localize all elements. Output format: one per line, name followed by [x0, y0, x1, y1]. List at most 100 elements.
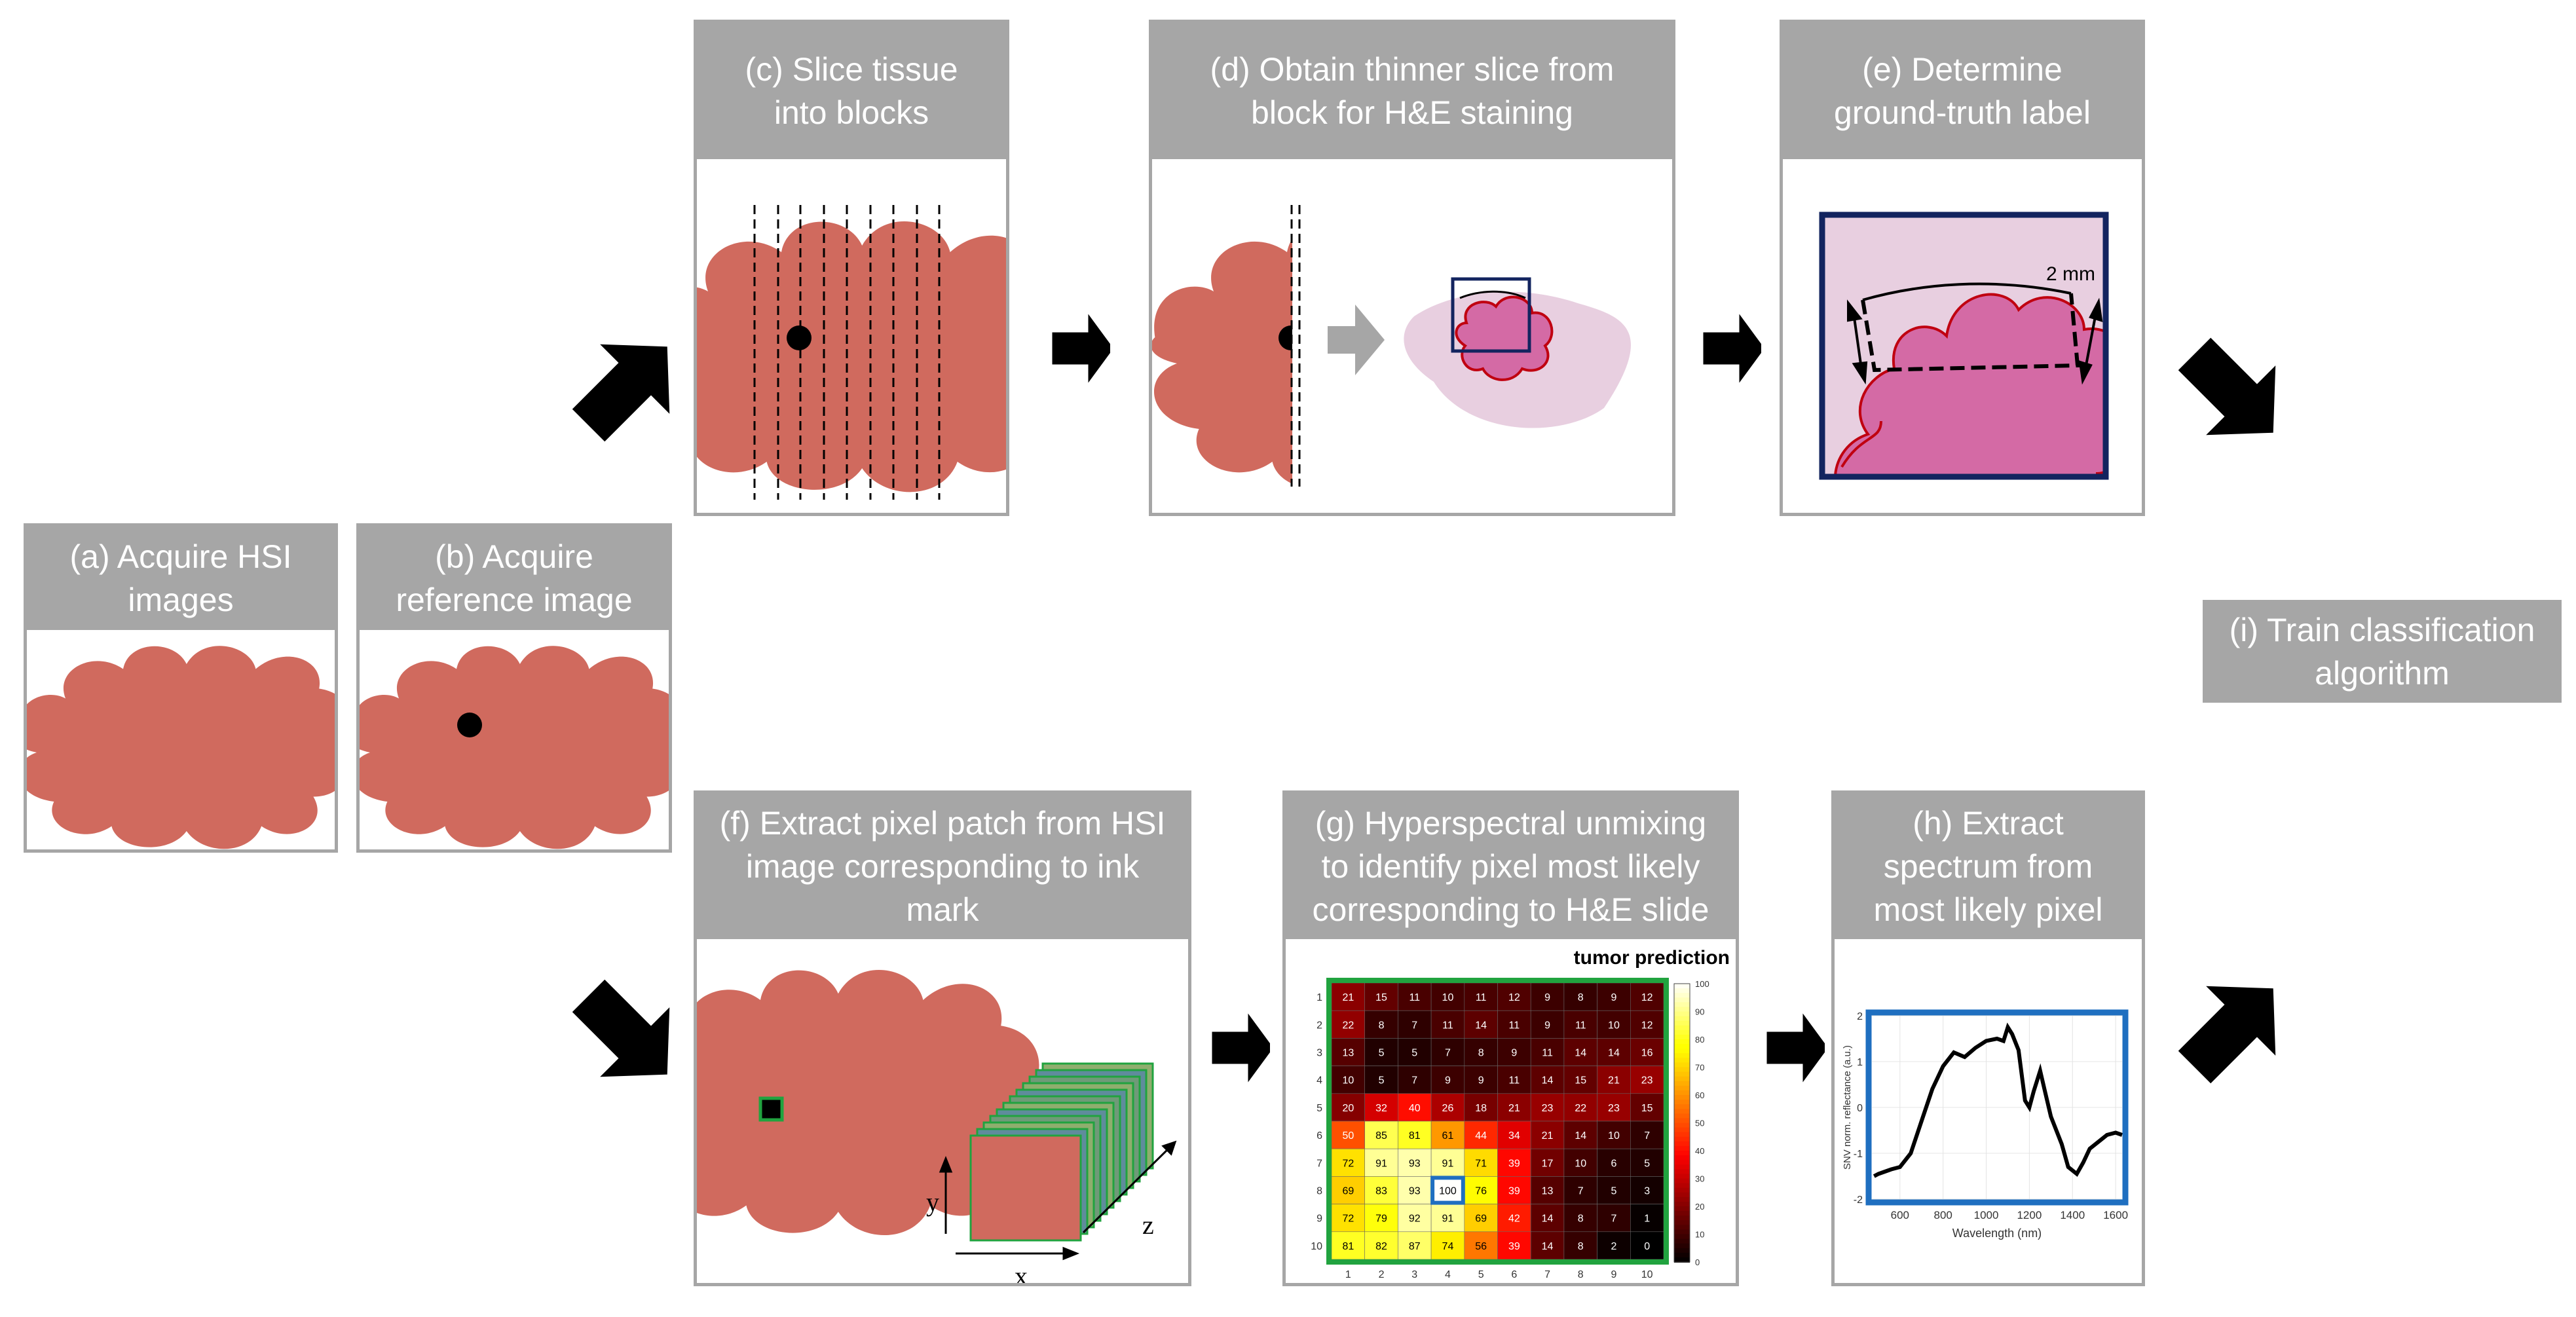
heatmap-col-label: 4 [1445, 1269, 1451, 1280]
arrow-b-to-c [569, 341, 673, 445]
panel-b-header: (b) Acquire reference image [360, 527, 669, 630]
panel-i-title-line-2: algorithm [2315, 654, 2450, 692]
colorbar-segment [1674, 1071, 1690, 1077]
axis-x-label: x [1015, 1261, 1028, 1283]
heatmap-cell-value: 5 [1611, 1186, 1616, 1197]
colorbar-segment [1674, 1067, 1690, 1073]
heatmap-cell-value: 15 [1575, 1075, 1586, 1086]
y-tick-label: 1 [1857, 1057, 1863, 1068]
heatmap-row-label: 4 [1316, 1075, 1322, 1086]
heatmap-cell-value: 14 [1608, 1048, 1620, 1059]
heatmap-cell-value: 32 [1375, 1103, 1387, 1114]
heatmap-cell-value: 74 [1442, 1241, 1454, 1252]
heatmap-cell [1398, 1121, 1432, 1149]
heatmap-cell [1563, 1066, 1597, 1094]
tumor-edge [1840, 420, 1882, 468]
heatmap-cell [1597, 1010, 1631, 1039]
region-of-interest-box [1451, 277, 1531, 353]
panel-h-title-line-2: spectrum from [1883, 848, 2093, 885]
colorbar-segment [1674, 1020, 1690, 1026]
heatmap-cell [1364, 1204, 1398, 1233]
panel-h-header: (h) Extract spectrum from most likely pi… [1835, 794, 2142, 939]
heatmap-cell [1497, 1010, 1531, 1039]
heatmap-cell [1497, 982, 1531, 1011]
heatmap-cell [1464, 982, 1498, 1011]
colorbar-segment [1674, 1220, 1690, 1226]
slice-lines [753, 205, 941, 500]
heatmap-cell-value: 10 [1608, 1130, 1620, 1141]
heatmap-cell-value: 21 [1542, 1130, 1554, 1141]
colorbar-segment [1674, 1113, 1690, 1119]
heatmap-cell [1630, 1038, 1664, 1066]
panel-a: (a) Acquire HSI images [24, 523, 338, 853]
heatmap-cell [1331, 1066, 1366, 1094]
colorbar-segment [1674, 1062, 1690, 1068]
panel-c-header: (c) Slice tissue into blocks [697, 23, 1006, 159]
tissue-sample [27, 646, 335, 849]
heatmap-cell-value: 39 [1508, 1186, 1520, 1197]
heatmap-row-label: 6 [1316, 1130, 1322, 1141]
tissue-sample [697, 221, 1006, 492]
heatmap-cell-value: 91 [1375, 1158, 1387, 1169]
heatmap-cell-value: 16 [1641, 1048, 1653, 1059]
heatmap-cell [1497, 1231, 1531, 1260]
x-tick-label: 1600 [2103, 1209, 2128, 1221]
colorbar-segment [1674, 1248, 1690, 1253]
heatmap-cell-value: 5 [1644, 1158, 1650, 1169]
axis-z-label: z [1142, 1210, 1154, 1240]
heatmap-cell [1497, 1176, 1531, 1204]
heatmap-cell [1530, 1176, 1565, 1204]
heatmap-cell [1398, 982, 1432, 1011]
heatmap-cell [1430, 1176, 1465, 1204]
heatmap-cell [1398, 1038, 1432, 1066]
heatmap-col-label: 6 [1511, 1269, 1517, 1280]
margin-width-arrow-left [1847, 299, 1868, 385]
heatmap-col-label: 5 [1478, 1269, 1484, 1280]
heatmap-cell [1563, 1204, 1597, 1233]
zoom-frame [1819, 212, 2109, 480]
panel-c-title-line-2: into blocks [774, 94, 929, 131]
colorbar-segment [1674, 1160, 1690, 1166]
heatmap-cell-value: 71 [1475, 1158, 1487, 1169]
heatmap-cell-value: 6 [1611, 1158, 1616, 1169]
heatmap-cell-value: 11 [1409, 992, 1420, 1003]
heatmap-cell [1430, 1038, 1465, 1066]
panel-f: (f) Extract pixel patch from HSI image c… [694, 790, 1191, 1286]
colorbar-segment [1674, 1206, 1690, 1212]
heatmap-cell [1630, 1121, 1664, 1149]
heatmap-cell-value: 14 [1475, 1020, 1487, 1031]
panel-i-title-line-1: (i) Train classification [2229, 611, 2535, 648]
heatmap-cell [1530, 982, 1565, 1011]
panel-d-title-line-2: block for H&E staining [1251, 94, 1573, 131]
heatmap-col-label: 3 [1411, 1269, 1417, 1280]
heatmap-cell [1530, 1204, 1565, 1233]
colorbar-segment [1674, 1132, 1690, 1138]
heatmap-cell-value: 7 [1411, 1075, 1417, 1086]
heatmap-cell [1430, 1204, 1465, 1233]
colorbar-segment [1674, 1053, 1690, 1059]
heatmap-cell-value: 14 [1542, 1214, 1554, 1225]
most-likely-pixel-highlight [1430, 1176, 1465, 1205]
heatmap-cell-value: 7 [1578, 1186, 1584, 1197]
heatmap-cell [1530, 1038, 1565, 1066]
colorbar-segment [1674, 1169, 1690, 1175]
heatmap-cell-value: 15 [1375, 992, 1387, 1003]
heatmap-cell-value: 9 [1544, 1020, 1550, 1031]
heatmap-cell-value: 8 [1578, 1214, 1584, 1225]
heatmap-cell-value: 5 [1379, 1075, 1385, 1086]
x-tick-label: 1400 [2060, 1209, 2085, 1221]
spectrum-frame [1865, 1009, 2129, 1206]
heatmap-cell [1530, 1231, 1565, 1260]
spectrum-line [1873, 1022, 2123, 1178]
arrow-g-to-h [1766, 1013, 1825, 1083]
heatmap-cell-value: 26 [1442, 1103, 1454, 1114]
heatmap-row-label: 9 [1316, 1214, 1322, 1225]
colorbar-segment [1674, 1081, 1690, 1086]
margin-boundary [1862, 282, 2072, 301]
heatmap-cell-value: 23 [1608, 1103, 1620, 1114]
tissue-sample [360, 646, 669, 849]
colorbar-segment [1674, 1100, 1690, 1105]
heatmap-cell-value: 50 [1342, 1130, 1354, 1141]
heatmap-cell-value: 39 [1508, 1241, 1520, 1252]
panel-g-title-line-1: (g) Hyperspectral unmixing [1315, 805, 1707, 842]
